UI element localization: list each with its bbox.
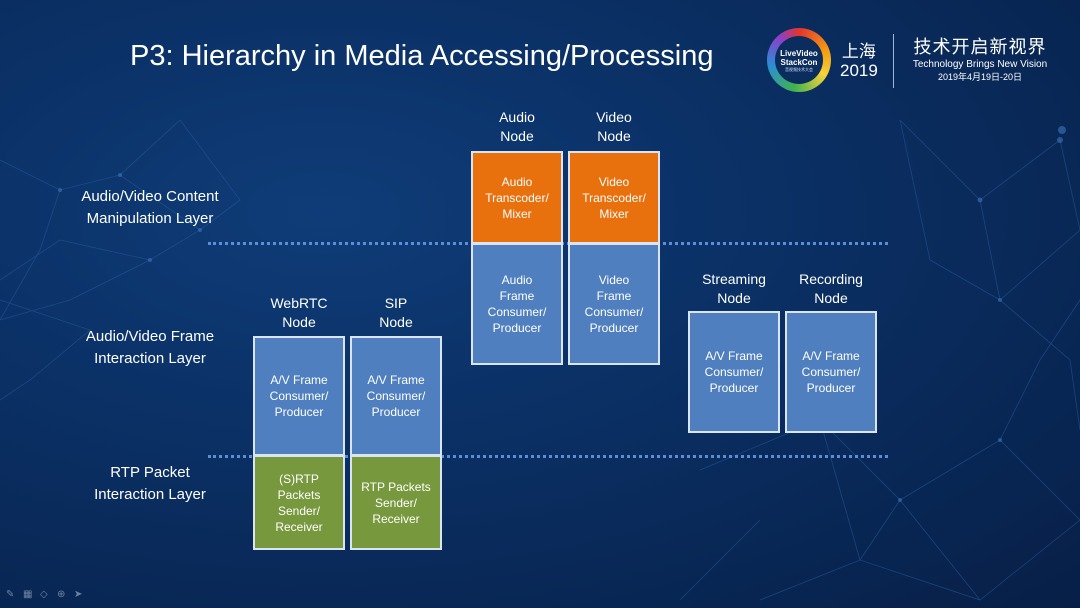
pointer-icon[interactable]: ➤	[74, 589, 83, 600]
presentation-toolbar: ✎ ▦ ◇ ⊕ ➤	[6, 589, 85, 600]
layer-divider-frame-rtp	[208, 455, 888, 458]
slogan-english: Technology Brings New Vision	[912, 59, 1048, 70]
slide-title: P3: Hierarchy in Media Accessing/Process…	[130, 40, 714, 72]
livevideostackcon-logo: LiveVideo StackCon 音视频技术大会	[767, 28, 831, 92]
eraser-icon[interactable]: ◇	[40, 589, 48, 600]
slogan-chinese: 技术开启新视界	[913, 37, 1047, 57]
event-city: 上海	[841, 42, 876, 61]
pen-icon[interactable]: ✎	[6, 589, 15, 600]
slides-icon[interactable]: ▦	[23, 589, 33, 600]
zoom-icon[interactable]: ⊕	[57, 589, 66, 600]
event-slogan: 技术开启新视界 Technology Brings New Vision 201…	[905, 36, 1055, 83]
header-divider	[893, 34, 894, 88]
event-year: 2019	[840, 61, 878, 80]
event-location: 上海 2019	[840, 42, 878, 80]
event-date: 2019年4月19日-20日	[937, 72, 1023, 82]
